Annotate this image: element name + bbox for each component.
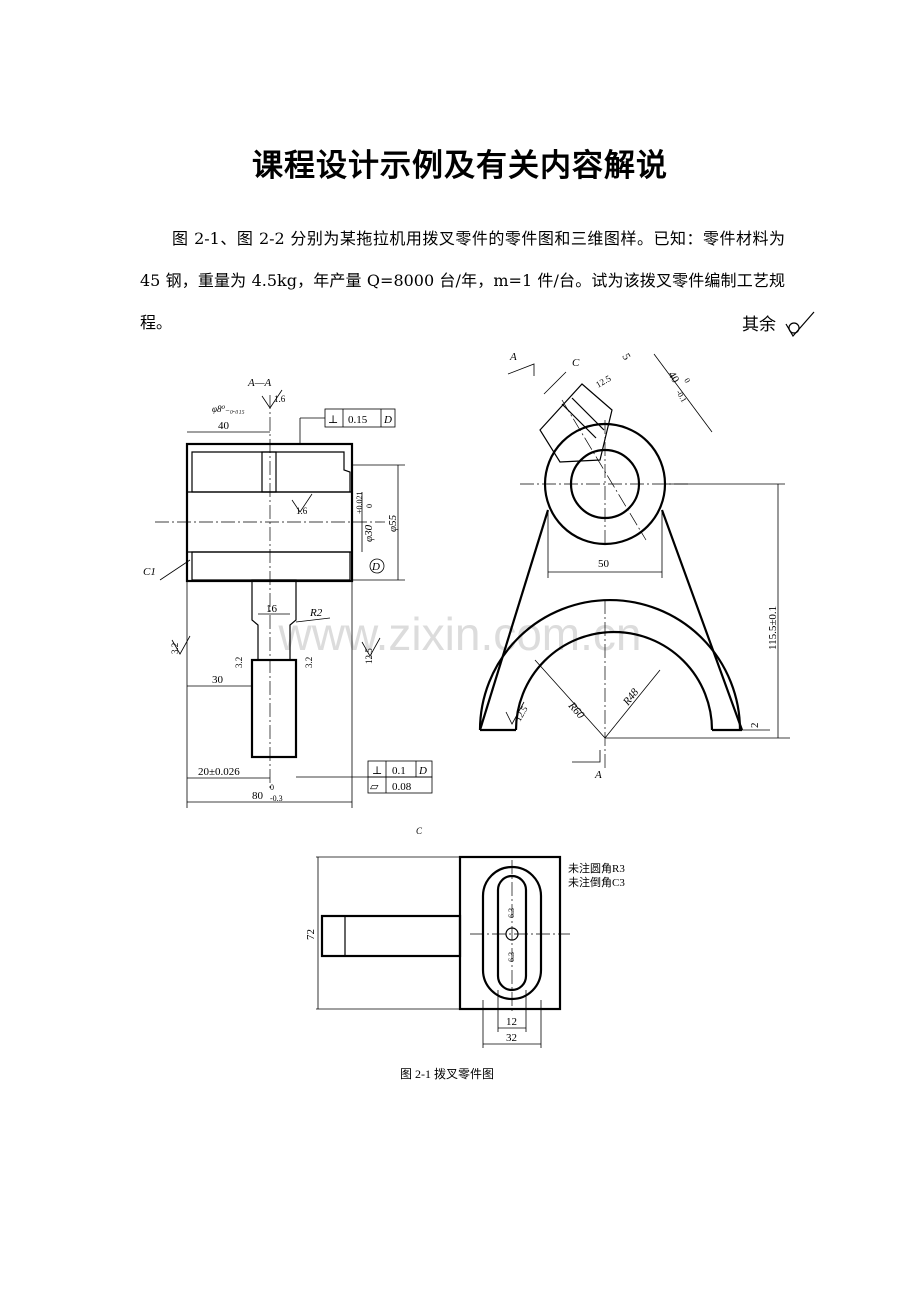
view-c-title: C [416,826,423,836]
tol3-symbol: ▱ [370,781,379,793]
dim-40r-tol-upper: 0 [682,377,692,385]
dim-phi30: φ30 [363,524,375,542]
ra-left-value: 3.2 [170,643,180,654]
dim-20: 20±0.026 [198,766,240,778]
roughness-symbol-icon [291,493,313,513]
ra-bore-value: 1.6 [296,506,308,516]
ra-c2: 6.3 [507,952,516,962]
dim-r2: R2 [309,607,323,619]
dim-50: 50 [598,558,610,570]
arrow-icon [572,750,601,763]
section-view-a-a: A—A φ8⁰₋₀.₀₁₅ 1.6 ⊥ 0.15 D 40 1.6 φ30 +0… [143,377,433,808]
dim-72: 72 [305,929,317,940]
tol2-value: 0.1 [392,765,406,777]
roughness-symbol-icon [785,311,815,338]
dim-80: 80 [252,790,264,802]
view-a-bottom: A [594,769,602,781]
dim-40r: 40 [665,370,681,386]
dim-r60: R60 [565,699,587,721]
ra-web2-value: 3.2 [304,657,314,668]
rest-label: 其余 [742,315,776,335]
tol2-symbol: ⊥ [372,765,382,777]
roughness-symbol-icon [505,701,525,725]
ra-slot-value: 12.5 [594,373,613,390]
intro-paragraph: 图 2-1、图 2-2 分别为某拖拉机用拨叉零件的零件图和三维图样。已知：零件材… [140,218,785,344]
dim-5: 5 [619,352,632,363]
view-c-label: C [572,357,580,369]
datum-d: D [371,561,380,573]
dim-2: 2 [749,723,761,729]
tol3-value: 0.08 [392,781,412,793]
dim-r48: R48 [620,686,641,709]
roughness-symbol-icon [361,637,381,657]
intro-text: 图 2-1、图 2-2 分别为某拖拉机用拨叉零件的零件图和三维图样。已知：零件材… [140,229,785,332]
ra-c1: 6.3 [507,908,516,918]
surface-roughness-note: 其余 [742,310,822,346]
roughness-symbol-icon [261,389,283,409]
ra-top-value: 1.6 [274,394,286,404]
dim-32: 32 [506,1032,517,1044]
section-label: A—A [247,377,272,389]
ra-fork-value: 12.5 [513,704,530,723]
ra-web1-value: 3.2 [234,657,244,668]
page-title: 课程设计示例及有关内容解说 [252,148,668,184]
dim-12: 12 [506,1016,517,1028]
watermark-text: www.zixin.com.cn [278,608,642,660]
view-c: C 未注圆角R3 未注倒角C3 72 6.3 6.3 12 32 图 2-1 拨… [305,826,625,1081]
tol1-symbol: ⊥ [328,414,338,426]
note-chamfer: 未注倒角C3 [568,875,625,889]
dim-phi8: φ8⁰₋₀.₀₁₅ [212,404,245,414]
arrow-icon [507,363,535,376]
dim-80-tol-upper: 0 [270,783,274,792]
dim-30: 30 [212,674,224,686]
tol1-value: 0.15 [348,414,368,426]
dim-phi30-tol-upper: +0.021 [355,491,364,514]
figure-caption: 图 2-1 拨叉零件图 [400,1067,494,1081]
dim-40: 40 [218,420,230,432]
tol1-ref: D [383,414,392,426]
tol2-ref: D [418,765,427,777]
view-a-label: A [509,351,517,363]
note-fillet: 未注圆角R3 [568,861,625,875]
chamfer-c1: C1 [143,566,156,578]
dim-16: 16 [266,603,278,615]
front-view-fork: A C 5 12.5 40 0 -0.1 50 [478,351,790,781]
ra-right-value: 12.5 [364,648,374,664]
datum-d-icon [369,558,385,574]
dim-80-tol-lower: -0.3 [270,794,283,803]
dim-phi30-tol-lower: 0 [365,504,374,508]
dim-115: 115.5±0.1 [767,606,779,650]
dim-phi55: φ55 [387,514,399,532]
